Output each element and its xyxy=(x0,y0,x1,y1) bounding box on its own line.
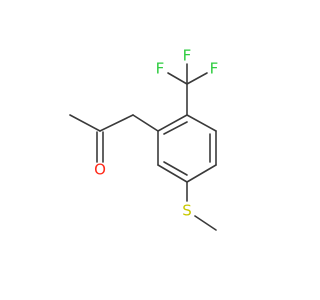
bond-sulfur-methyl xyxy=(194,215,217,231)
ring-bond-c1-c2 xyxy=(157,114,188,132)
atom-f-right: F xyxy=(210,60,219,78)
bonds xyxy=(69,63,217,231)
atom-oxygen: O xyxy=(94,161,106,179)
bond-carbonyl-ch2 xyxy=(99,114,134,132)
atom-labels: F F F O S xyxy=(94,47,218,220)
atom-sulfur: S xyxy=(182,202,192,220)
bond-ch2-ring xyxy=(132,114,159,132)
bond-cf3-f-right xyxy=(186,72,208,85)
bond-cf3-f-left xyxy=(167,72,188,85)
ring-bond-c5-c6 xyxy=(157,164,188,183)
bond-methyl-carbonyl xyxy=(69,114,101,132)
molecule-diagram: F F F O S xyxy=(69,47,218,231)
structure-canvas: F F F O S xyxy=(69,46,219,231)
ring-bond-c4-c5 xyxy=(186,164,217,183)
atom-f-top: F xyxy=(183,47,192,65)
atom-f-left: F xyxy=(156,60,165,78)
ring-double-c5-c6 xyxy=(163,161,188,176)
ring-double-c1-c2 xyxy=(163,121,188,135)
ring-bond-c2-c3 xyxy=(186,114,217,132)
